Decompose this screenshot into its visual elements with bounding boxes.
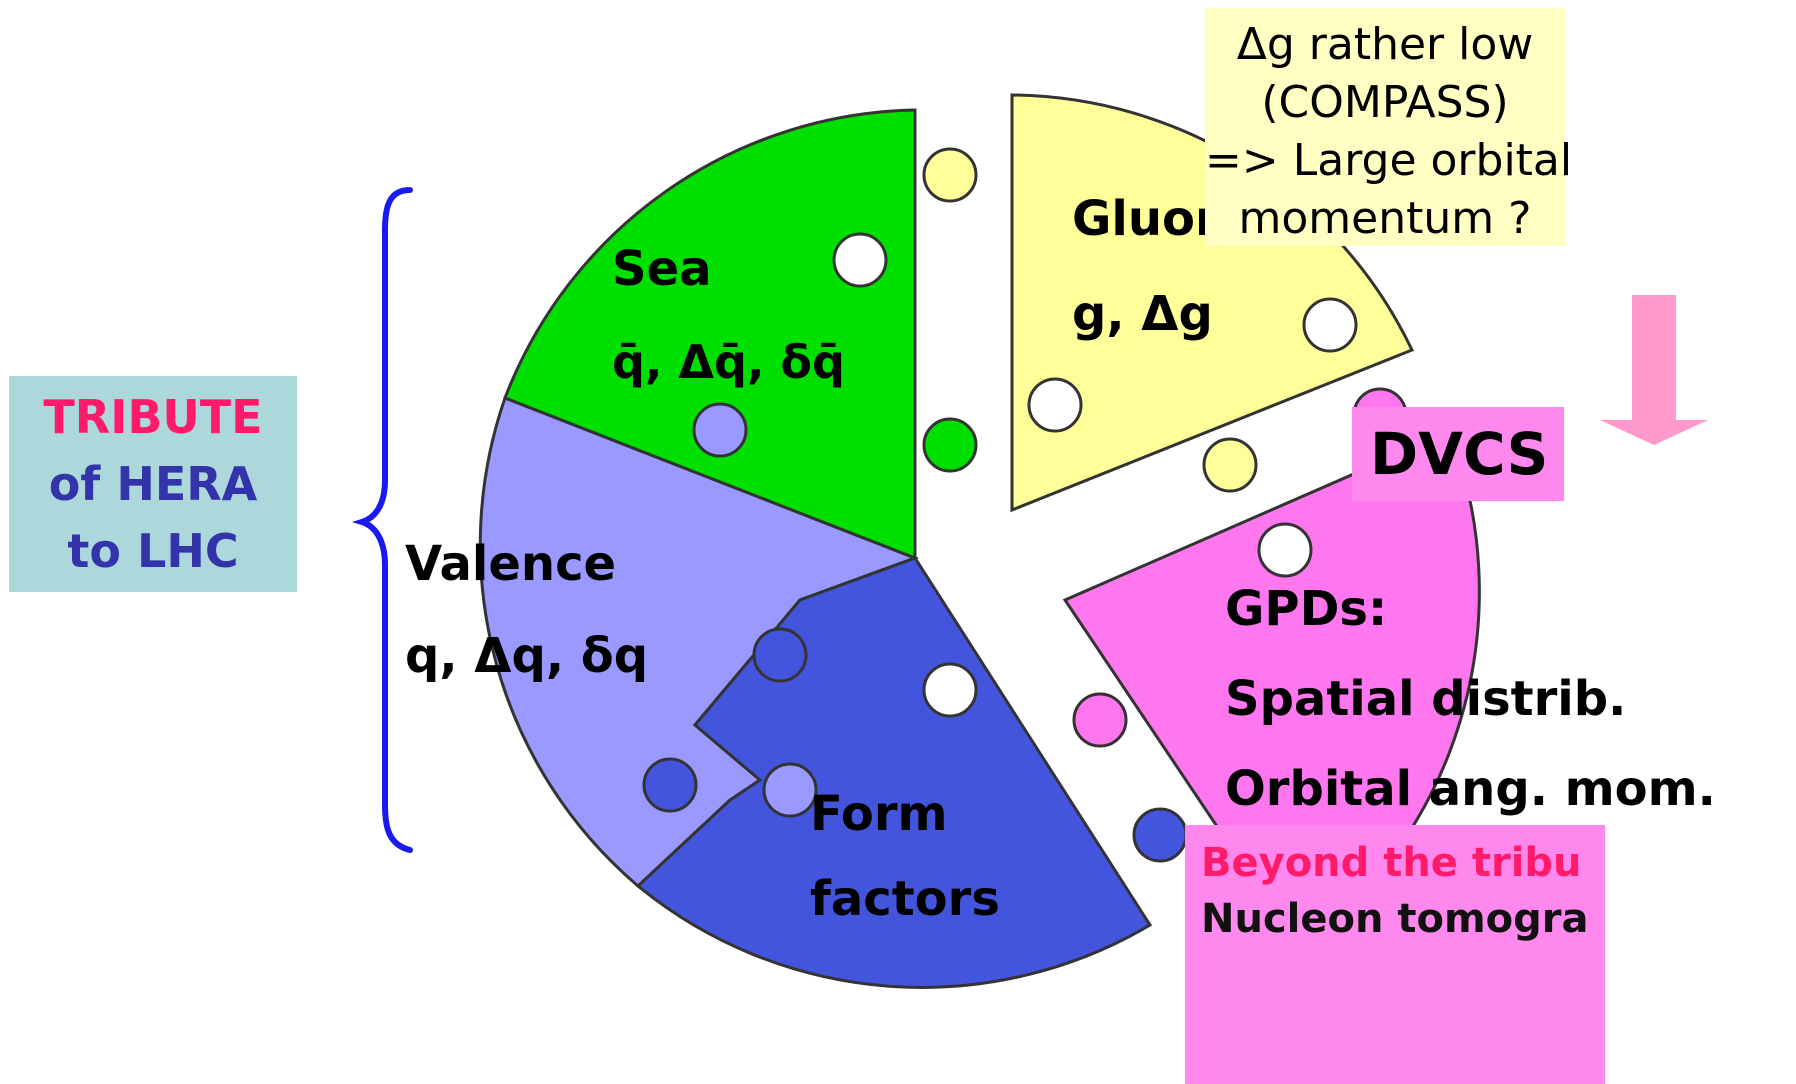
gpds-line2: Spatial distrib. (1225, 671, 1626, 727)
sea-symbols: q̄, Δq̄, δq̄ (612, 335, 845, 389)
down-arrow-icon (1600, 295, 1708, 445)
beyond-line-2: Nucleon tomogra (1201, 896, 1589, 942)
dvcs-box: DVCS (1352, 407, 1564, 501)
knob-gap-5 (1027, 377, 1083, 433)
knob-valence-top (692, 402, 748, 458)
note-line-4: momentum ? (1238, 193, 1532, 244)
knob-form-bottom-left (642, 757, 698, 813)
form-factors-title-line1: Form (810, 786, 948, 842)
knob-gap-3 (1302, 297, 1358, 353)
tribute-line-1: TRIBUTE (43, 390, 263, 444)
knob-gap-7 (762, 762, 818, 818)
knob-gap-1 (1257, 522, 1313, 578)
gluons-symbols: g, Δg (1072, 286, 1213, 342)
gpds-line3: Orbital ang. mom. (1225, 761, 1716, 817)
beyond-tribute-box: Beyond the tribu Nucleon tomogra (1185, 825, 1605, 1084)
knob-form-right (1132, 807, 1188, 863)
knob-gluon-bottom (1202, 437, 1258, 493)
tribute-line-3: to LHC (67, 524, 239, 578)
valence-piece (478, 396, 920, 889)
knob-gap-4 (922, 662, 978, 718)
knob-sea-right (922, 417, 978, 473)
sea-piece (503, 108, 917, 561)
gpds-title: GPDs: (1225, 581, 1387, 637)
beyond-line-1: Beyond the tribu (1201, 840, 1582, 886)
valence-symbols: q, Δq, δq (405, 628, 648, 684)
valence-title: Valence (405, 536, 616, 592)
note-line-1: Δg rather low (1236, 19, 1534, 70)
note-line-3: => Large orbital (1205, 135, 1573, 186)
tribute-box: TRIBUTE of HERA to LHC (9, 376, 297, 592)
curly-brace (351, 187, 413, 853)
form-factors-title-line2: factors (810, 871, 1000, 927)
knob-gpds-left (1072, 692, 1128, 748)
dvcs-label: DVCS (1370, 420, 1549, 488)
tribute-line-2: of HERA (48, 457, 258, 511)
note-line-2: (COMPASS) (1261, 77, 1509, 128)
knob-gluon-left (922, 147, 978, 203)
knob-gap-2 (832, 232, 888, 288)
compass-note-box: Δg rather low (COMPASS) => Large orbital… (1205, 8, 1573, 246)
sea-title: Sea (612, 241, 712, 297)
knob-form-left (752, 627, 808, 683)
